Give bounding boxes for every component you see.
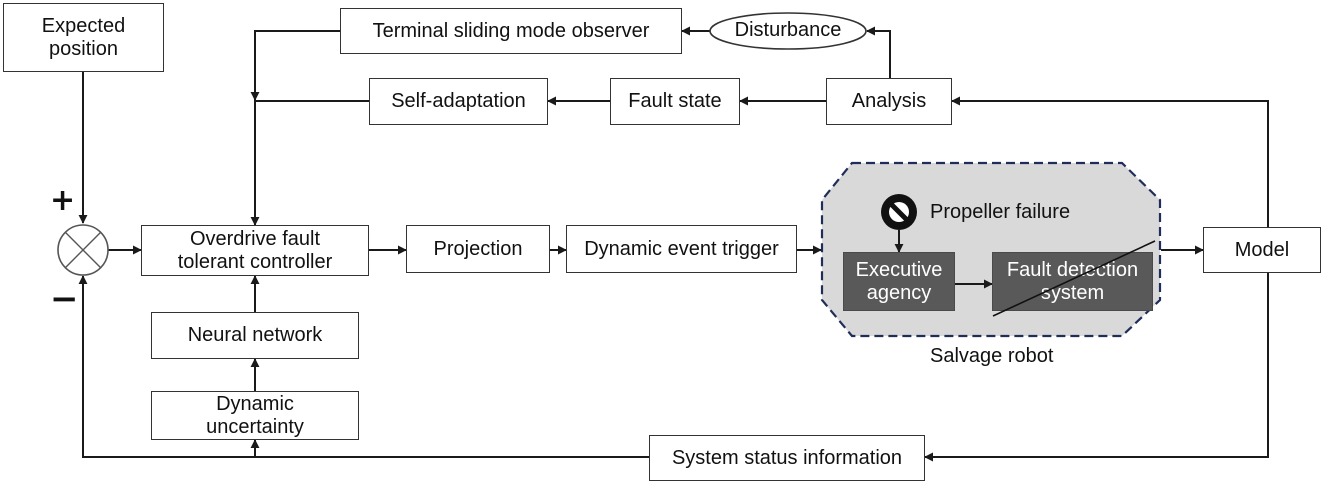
system-status-information-box: System status information xyxy=(649,435,925,481)
minus-sign: − xyxy=(50,279,79,319)
arrow-model-to-analysis xyxy=(951,96,1269,227)
prohibition-icon xyxy=(881,194,917,230)
summing-junction xyxy=(57,224,109,276)
disturbance-ellipse xyxy=(709,12,867,50)
disturbance-label: Disturbance xyxy=(734,19,842,41)
plus-sign: + xyxy=(50,183,76,218)
dynamic-event-trigger-box: Dynamic event trigger xyxy=(566,225,797,273)
arrow-model-to-status xyxy=(924,273,1269,462)
projection-box: Projection xyxy=(406,225,550,273)
salvage-robot-label: Salvage robot xyxy=(930,345,1054,367)
arrow-status-to-sum xyxy=(78,275,649,458)
fault-detection-system-block: Fault detection system xyxy=(992,252,1153,311)
propeller-failure-label: Propeller failure xyxy=(930,201,1071,223)
executive-agency-block: Executive agency xyxy=(843,252,955,311)
dynamic-uncertainty-box: Dynamic uncertainty xyxy=(151,391,359,440)
arrow-observer-to-merge xyxy=(250,30,340,101)
terminal-sliding-mode-observer-box: Terminal sliding mode observer xyxy=(340,8,682,54)
neural-network-box: Neural network xyxy=(151,312,359,359)
analysis-box: Analysis xyxy=(826,78,952,125)
fault-state-box: Fault state xyxy=(610,78,740,125)
self-adaptation-box: Self-adaptation xyxy=(369,78,548,125)
controller-box: Overdrive fault tolerant controller xyxy=(141,225,369,276)
arrow-adaptation-to-controller xyxy=(250,100,369,226)
model-box: Model xyxy=(1203,227,1321,273)
expected-position-box: Expected position xyxy=(3,3,164,72)
arrow-analysis-to-disturbance xyxy=(866,26,891,78)
